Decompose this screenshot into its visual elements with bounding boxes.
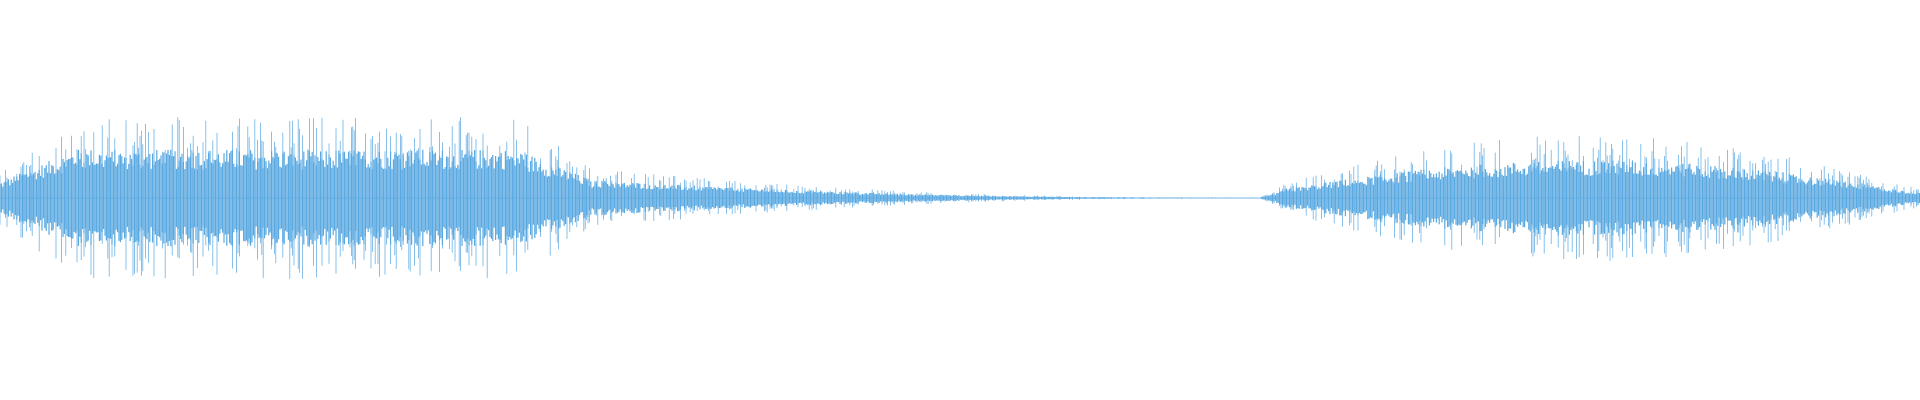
waveform-panel — [0, 117, 1920, 279]
audio-waveform — [0, 117, 1920, 279]
